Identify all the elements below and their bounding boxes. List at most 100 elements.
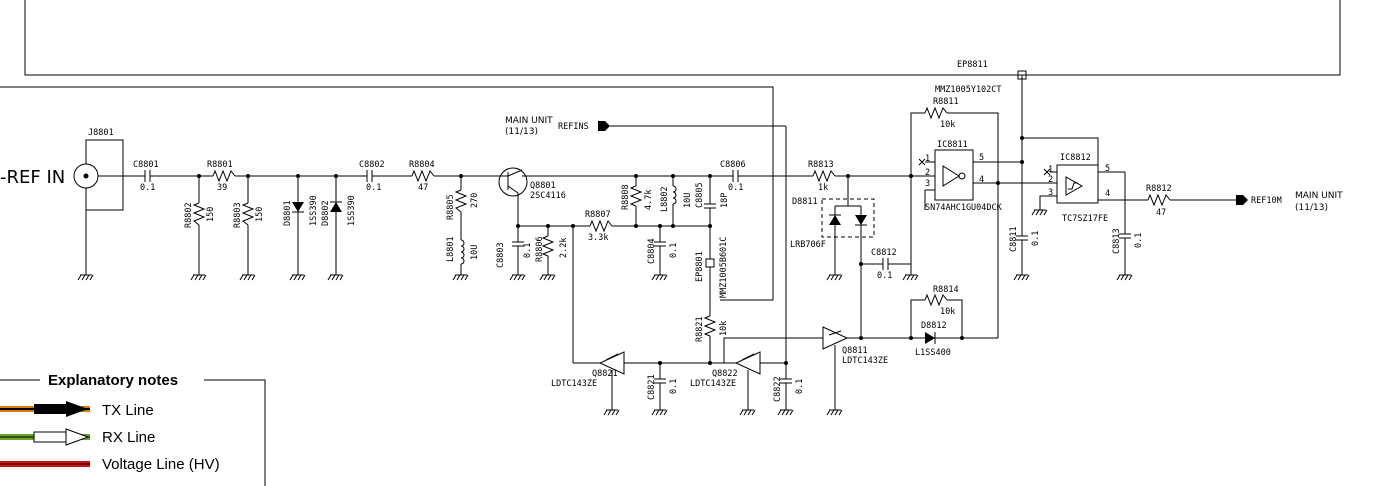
svg-text:C8811: C8811 xyxy=(1009,226,1019,252)
svg-text:MAIN UNIT: MAIN UNIT xyxy=(505,116,553,126)
capacitor-c8821: C8821 0.1 xyxy=(647,361,679,416)
svg-text:MMZ1005B601C: MMZ1005B601C xyxy=(719,237,729,298)
svg-text:3: 3 xyxy=(1048,188,1053,198)
svg-text:(11/13): (11/13) xyxy=(505,127,538,137)
emitter-network: C8803 0.1 R8806 2.2k R8807 3.3k xyxy=(496,210,710,364)
svg-text:R8805: R8805 xyxy=(446,194,456,220)
svg-text:LDTC143ZE: LDTC143ZE xyxy=(551,379,597,389)
capacitor-c8822: C8822 0.1 xyxy=(760,126,805,416)
svg-text:R8813: R8813 xyxy=(808,160,834,170)
svg-text:4: 4 xyxy=(1105,189,1110,199)
capacitor-c8802: C8802 0.1 xyxy=(359,160,385,193)
svg-text:MAIN UNIT: MAIN UNIT xyxy=(1295,191,1343,201)
svg-text:R8806: R8806 xyxy=(535,236,545,262)
svg-text:2: 2 xyxy=(1048,175,1053,185)
svg-text:4.7k: 4.7k xyxy=(644,190,654,210)
svg-text:R8804: R8804 xyxy=(409,160,435,170)
resistor-r8802: R8802 150 xyxy=(184,174,216,281)
svg-text:39: 39 xyxy=(217,183,227,193)
svg-text:C8821: C8821 xyxy=(647,374,657,400)
svg-text:EP8801: EP8801 xyxy=(695,251,705,282)
svg-text:0.1: 0.1 xyxy=(366,183,381,193)
svg-text:4: 4 xyxy=(979,175,984,185)
svg-text:R8811: R8811 xyxy=(933,97,959,107)
svg-text:3.3k: 3.3k xyxy=(588,233,608,243)
svg-text:18P: 18P xyxy=(720,193,730,208)
bead-ep8801: EP8801 MMZ1005B601C xyxy=(695,226,729,316)
resistor-r8808: R8808 4.7k xyxy=(621,174,654,228)
svg-text:0.1: 0.1 xyxy=(523,243,533,258)
bead-ep8811: EP8811 MMZ1005Y102CT xyxy=(935,60,1027,95)
svg-text:C8822: C8822 xyxy=(773,376,783,402)
svg-text:Q8821: Q8821 xyxy=(592,369,618,379)
refins-connection: MAIN UNIT (11/13) REFINS xyxy=(505,116,786,137)
transistor-q8801: Q8801 2SC4116 xyxy=(498,167,566,226)
svg-text:47: 47 xyxy=(1156,208,1166,218)
svg-text:LRB706F: LRB706F xyxy=(790,240,826,250)
svg-text:47: 47 xyxy=(418,183,428,193)
transistor-q8821: Q8821 LDTC143ZE xyxy=(551,351,710,416)
ic-ic8812: 1 2 3 5 4 IC8812 TC7SZ17FE xyxy=(1020,136,1148,224)
capacitor-c8801: C8801 0.1 xyxy=(133,160,159,193)
svg-text:3: 3 xyxy=(925,179,930,189)
svg-text:TC7SZ17FE: TC7SZ17FE xyxy=(1062,214,1108,224)
svg-text:REF10M: REF10M xyxy=(1251,196,1282,206)
inductor-l8801: L8801 10U xyxy=(446,236,480,281)
svg-text:1: 1 xyxy=(1048,165,1053,175)
svg-text:C8805: C8805 xyxy=(695,182,705,208)
svg-text:5: 5 xyxy=(979,153,984,163)
capacitor-c8813: C8813 0.1 xyxy=(1112,172,1144,281)
svg-text:0.1: 0.1 xyxy=(728,183,743,193)
svg-text:C8804: C8804 xyxy=(647,238,657,264)
svg-text:TX Line: TX Line xyxy=(102,402,154,419)
svg-text:10k: 10k xyxy=(719,321,729,336)
svg-text:0.1: 0.1 xyxy=(669,379,679,394)
svg-text:10U: 10U xyxy=(470,245,480,260)
svg-text:RX Line: RX Line xyxy=(102,429,155,446)
resistor-r8805: R8805 270 xyxy=(446,174,480,240)
resistor-r8804: R8804 47 xyxy=(409,160,435,193)
svg-text:R8803: R8803 xyxy=(233,202,243,228)
svg-text:R8807: R8807 xyxy=(585,210,611,220)
svg-text:IC8812: IC8812 xyxy=(1060,153,1091,163)
svg-text:L8802: L8802 xyxy=(660,186,670,212)
svg-text:150: 150 xyxy=(255,207,265,222)
svg-text:D8801: D8801 xyxy=(283,200,293,226)
resistor-r8812: R8812 47 xyxy=(1146,184,1236,218)
svg-text:0.1: 0.1 xyxy=(1134,233,1144,248)
ref10m-connection: REF10M MAIN UNIT (11/13) xyxy=(1236,191,1343,213)
svg-text:D8811: D8811 xyxy=(792,197,818,207)
svg-text:LDTC143ZE: LDTC143ZE xyxy=(690,379,736,389)
svg-text:R8801: R8801 xyxy=(207,160,233,170)
svg-text:EP8811: EP8811 xyxy=(957,60,988,70)
resistor-r8803: R8803 150 xyxy=(233,174,265,281)
svg-text:D8802: D8802 xyxy=(321,200,331,226)
svg-text:L8801: L8801 xyxy=(446,236,456,262)
svg-text:5: 5 xyxy=(1105,164,1110,174)
svg-text:0.1: 0.1 xyxy=(669,243,679,258)
inductor-l8802: L8802 10U xyxy=(660,174,693,228)
svg-text:Q8801: Q8801 xyxy=(530,181,556,191)
frame-lines xyxy=(0,0,1341,301)
diode-d8801: D8801 1SS390 xyxy=(283,174,319,281)
svg-text:R8814: R8814 xyxy=(933,285,959,295)
svg-text:150: 150 xyxy=(206,207,216,222)
svg-text:Voltage Line (HV): Voltage Line (HV) xyxy=(102,456,220,473)
svg-text:10U: 10U xyxy=(683,193,693,208)
jack-j8801: -REF IN xyxy=(0,139,124,281)
svg-text:SN74AHC1GU04DCK: SN74AHC1GU04DCK xyxy=(925,203,1003,213)
svg-text:REFINS: REFINS xyxy=(558,122,589,132)
ic-ic8811: 1 2 3 5 4 IC8811 SN74AHC1GU04DCK xyxy=(911,140,1050,213)
svg-text:1k: 1k xyxy=(818,183,828,193)
svg-text:C8803: C8803 xyxy=(496,242,506,268)
svg-text:R8808: R8808 xyxy=(621,184,631,210)
svg-text:(11/13): (11/13) xyxy=(1295,203,1328,213)
svg-text:2SC4116: 2SC4116 xyxy=(530,191,566,201)
capacitor-c8806: C8806 0.1 xyxy=(720,160,746,193)
svg-text:2: 2 xyxy=(925,168,930,178)
capacitor-c8805: C8805 18P xyxy=(695,174,730,228)
svg-text:IC8811: IC8811 xyxy=(937,140,968,150)
input-label: -REF IN xyxy=(0,167,65,188)
capacitor-c8804: C8804 0.1 xyxy=(647,224,679,281)
svg-text:L1SS400: L1SS400 xyxy=(915,348,951,358)
